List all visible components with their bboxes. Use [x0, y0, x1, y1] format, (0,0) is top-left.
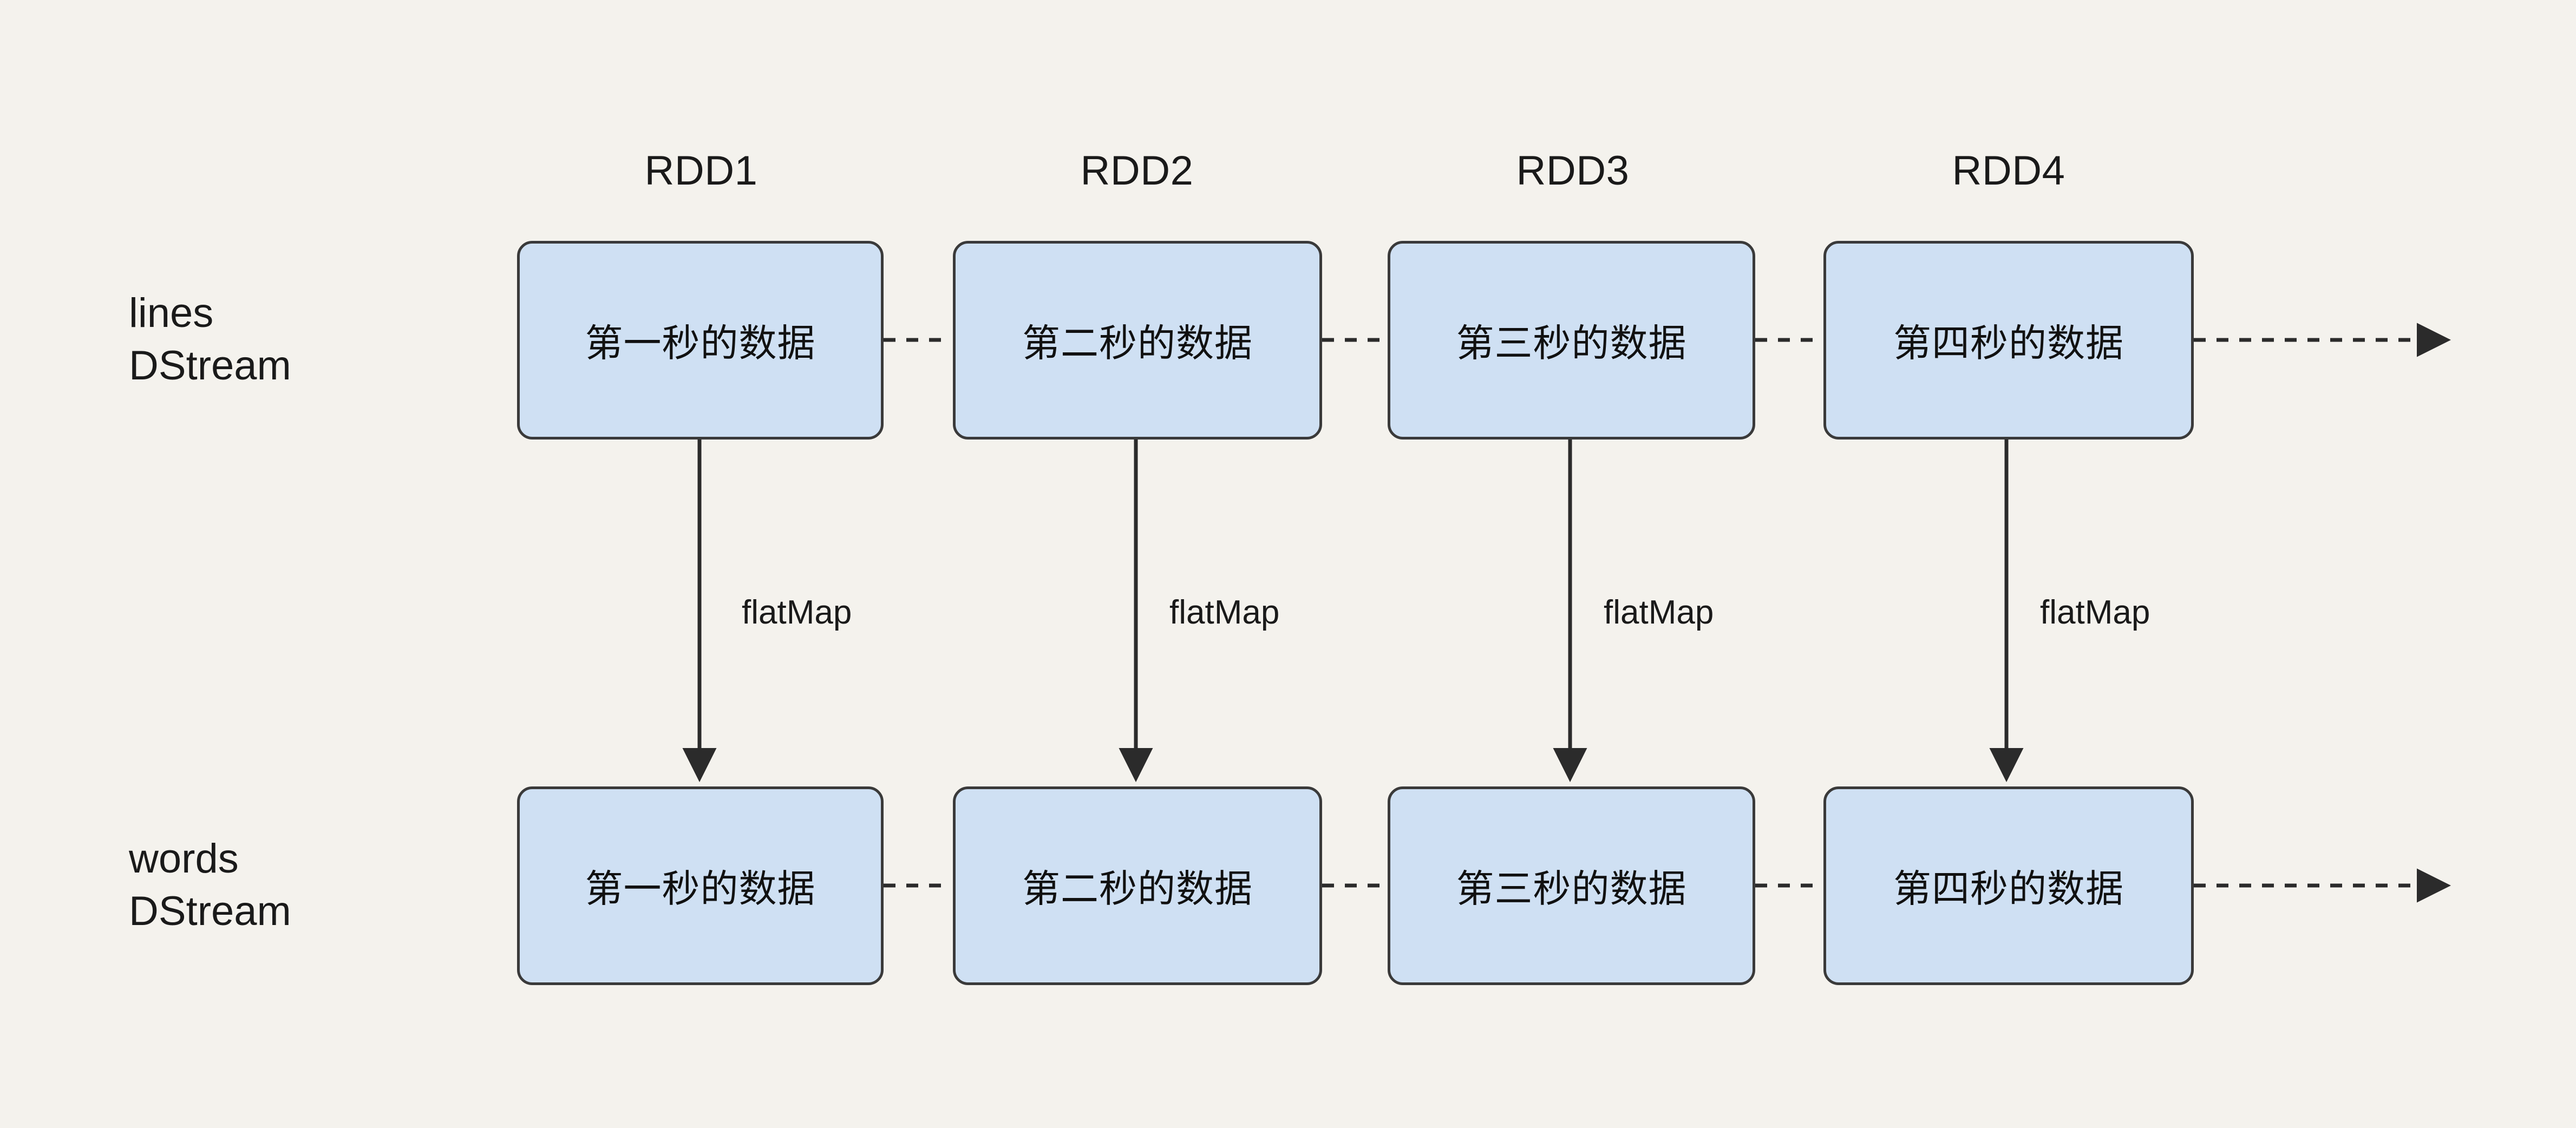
rdd-label-3: RDD3 [1516, 148, 1630, 194]
flatmap-label-3: flatMap [1604, 594, 1714, 631]
flatmap-arrows [682, 440, 2024, 782]
node-lines-rdd3[interactable]: 第三秒的数据 [1388, 241, 1755, 440]
node-label: 第三秒的数据 [1456, 322, 1687, 364]
node-label: 第二秒的数据 [1022, 322, 1253, 364]
row-label-lines-dstream: lines DStream [129, 287, 291, 392]
node-lines-rdd2[interactable]: 第二秒的数据 [953, 241, 1322, 440]
row-label-lines-line1: lines [129, 290, 214, 336]
rdd-label-2: RDD2 [1080, 148, 1194, 194]
row-label-words-line1: words [129, 836, 239, 882]
row-label-words-line2: DStream [129, 888, 291, 935]
node-label: 第四秒的数据 [1893, 868, 2124, 910]
node-label: 第三秒的数据 [1456, 868, 1687, 910]
node-words-rdd1[interactable]: 第一秒的数据 [517, 786, 884, 985]
node-lines-rdd4[interactable]: 第四秒的数据 [1823, 241, 2194, 440]
node-lines-rdd1[interactable]: 第一秒的数据 [517, 241, 884, 440]
row-label-lines-line2: DStream [129, 343, 291, 389]
node-label: 第一秒的数据 [585, 322, 816, 364]
node-label: 第四秒的数据 [1893, 322, 2124, 364]
node-label: 第二秒的数据 [1022, 868, 1253, 910]
node-words-rdd4[interactable]: 第四秒的数据 [1823, 786, 2194, 985]
node-words-rdd3[interactable]: 第三秒的数据 [1388, 786, 1755, 985]
rdd-label-4: RDD4 [1952, 148, 2065, 194]
flatmap-label-4: flatMap [2040, 594, 2150, 631]
rdd-label-1: RDD1 [644, 148, 758, 194]
node-words-rdd2[interactable]: 第二秒的数据 [953, 786, 1322, 985]
flatmap-label-1: flatMap [742, 594, 852, 631]
row-label-words-dstream: words DStream [129, 832, 291, 938]
flatmap-label-2: flatMap [1169, 594, 1280, 631]
node-label: 第一秒的数据 [585, 868, 816, 910]
